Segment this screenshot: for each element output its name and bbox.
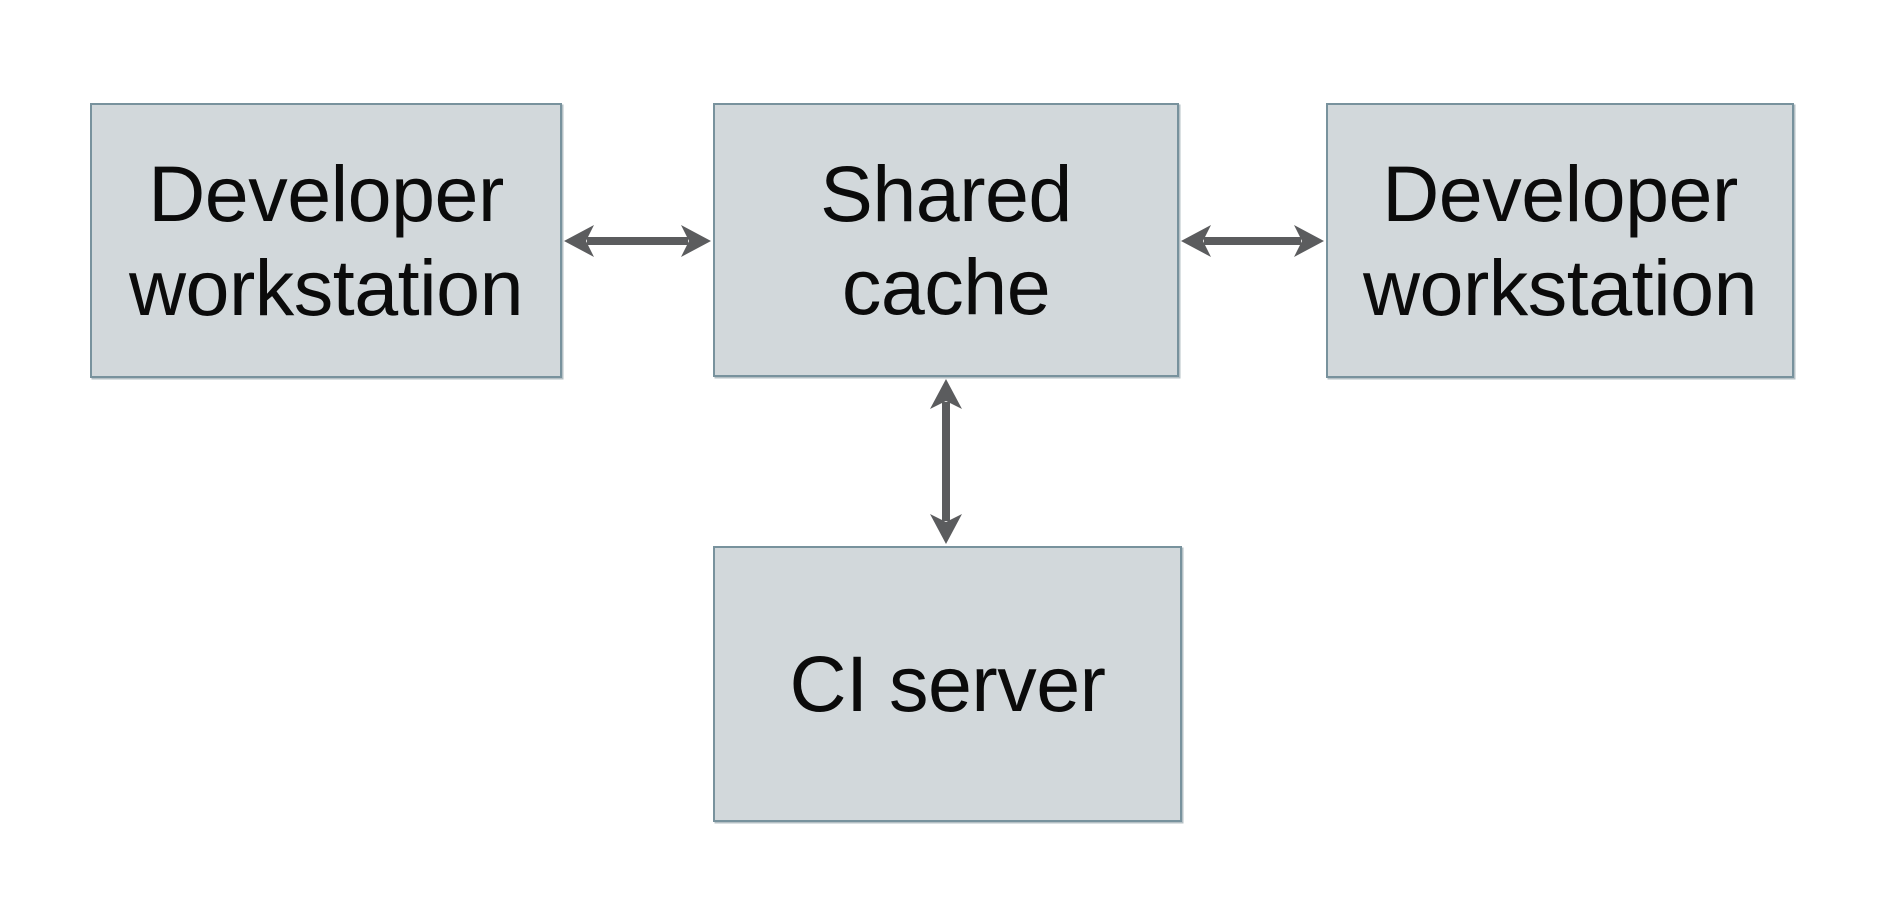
node-ci-server: CI server — [713, 546, 1182, 822]
up-down-arrow-icon — [926, 378, 966, 545]
left-right-arrow-icon — [1180, 221, 1325, 261]
left-right-arrow-icon — [563, 221, 712, 261]
node-label: Developer workstation — [128, 149, 524, 332]
node-label: CI server — [789, 639, 1106, 729]
node-shared-cache: Shared cache — [713, 103, 1179, 377]
node-developer-workstation-left: Developer workstation — [90, 103, 562, 378]
node-developer-workstation-right: Developer workstation — [1326, 103, 1794, 378]
node-label: Shared cache — [820, 148, 1072, 331]
node-label: Developer workstation — [1362, 149, 1758, 332]
